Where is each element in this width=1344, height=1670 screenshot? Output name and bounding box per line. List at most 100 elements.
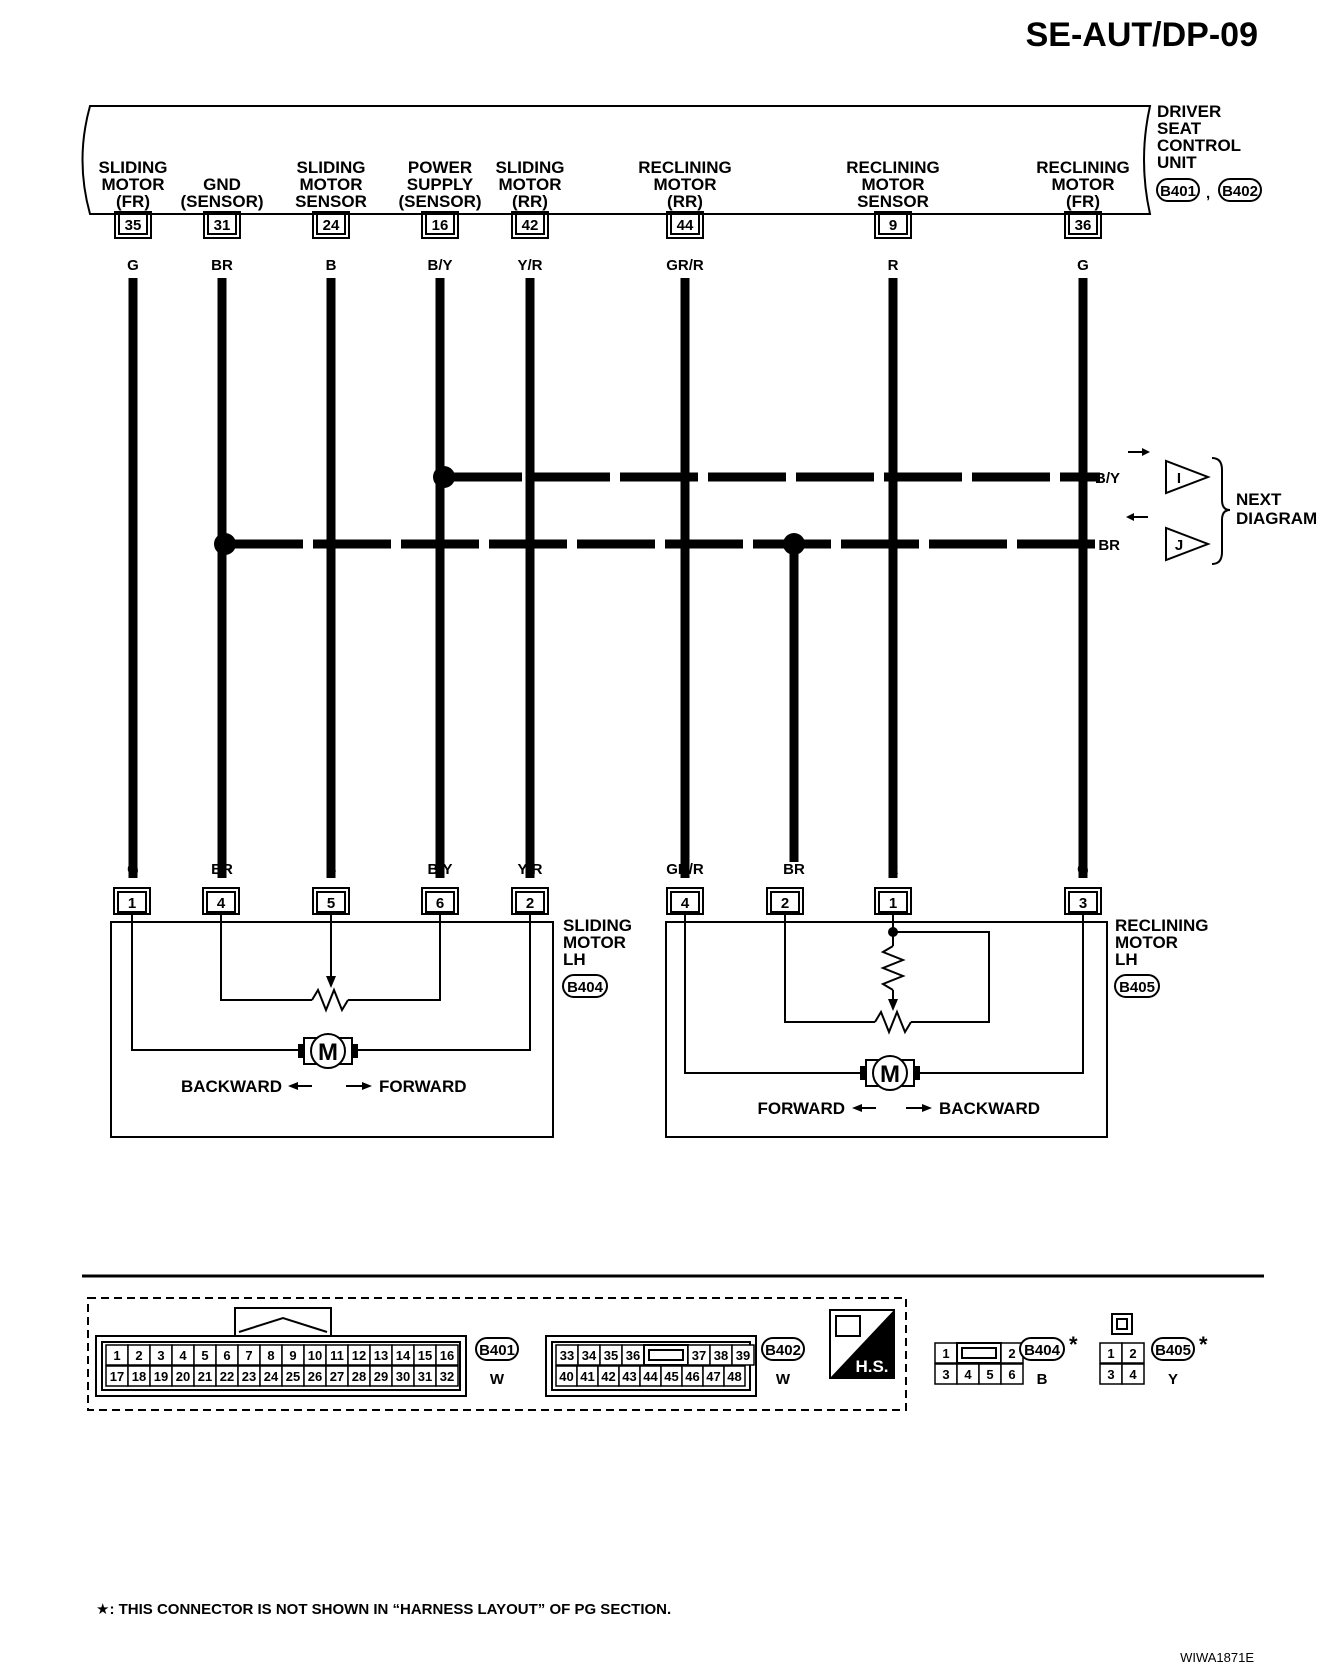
reclining-motor-box [665, 921, 1108, 1138]
b401-cell-20: 20 [176, 1369, 190, 1384]
b401-cell-6: 6 [223, 1348, 230, 1363]
sliding-motor-pin-2: 2 [526, 895, 534, 912]
connector-b405-star: * [1199, 1332, 1208, 1357]
terminal-t16-label-2: SUPPLY [407, 175, 474, 194]
figure-code: WIWA1871E [1180, 1650, 1254, 1665]
terminal-t35-label-3: (FR) [116, 192, 150, 211]
b402-cell-44: 44 [643, 1369, 658, 1384]
b402-cell-38: 38 [714, 1348, 728, 1363]
b402-cell-43: 43 [622, 1369, 636, 1384]
terminal-t44-label-2: MOTOR [654, 175, 717, 194]
b401-cell-4: 4 [179, 1348, 187, 1363]
b401-cell-10: 10 [308, 1348, 322, 1363]
terminal-t36-pin: 36 [1075, 217, 1092, 234]
b401-cell-14: 14 [396, 1348, 411, 1363]
control-unit-name-line-4: UNIT [1157, 153, 1197, 172]
sliding-motor-name-3: LH [563, 950, 586, 969]
b402-cell-41: 41 [580, 1369, 594, 1384]
b401-cell-17: 17 [110, 1369, 124, 1384]
b402-cell-47: 47 [706, 1369, 720, 1384]
b402-cell-35: 35 [604, 1348, 618, 1363]
b402-cell-46: 46 [685, 1369, 699, 1384]
reclining-motor-dir-left: FORWARD [757, 1099, 845, 1118]
terminal-t31-bottom-color: BR [211, 861, 233, 878]
control-unit-name-line-3: CONTROL [1157, 136, 1241, 155]
terminal-t44-label-1: RECLINING [638, 158, 732, 177]
connector-b404-star: * [1069, 1332, 1078, 1357]
b401-cell-9: 9 [289, 1348, 296, 1363]
b401-cell-23: 23 [242, 1369, 256, 1384]
next-link-letter-1: I [1177, 470, 1181, 487]
page-code: SE-AUT/DP-09 [1026, 16, 1258, 54]
control-unit-terminals: SLIDINGMOTOR(FR)35GGGND(SENSOR)31BRBRSLI… [99, 158, 1130, 878]
control-unit-name-line-1: DRIVER [1157, 102, 1221, 121]
connector-b404-id: B404 [1024, 1342, 1061, 1359]
next-link-color-1: B/Y [1095, 470, 1120, 487]
terminal-t31-pin: 31 [214, 217, 231, 234]
connector-b404-color: B [1037, 1371, 1048, 1388]
b402-cell-48: 48 [727, 1369, 741, 1384]
b404-cell-3: 3 [942, 1367, 949, 1382]
terminal-t9-label-3: SENSOR [857, 192, 929, 211]
b401-cell-13: 13 [374, 1348, 388, 1363]
sliding-motor-name-1: SLIDING [563, 916, 632, 935]
terminal-t35-wire-color: G [127, 257, 139, 274]
terminal-t35-label-2: MOTOR [102, 175, 165, 194]
b405-cell-3: 3 [1107, 1367, 1114, 1382]
b402-cell-39: 39 [736, 1348, 750, 1363]
terminal-t31-wire-color: BR [211, 257, 233, 274]
control-unit-name: DRIVER SEAT CONTROL UNIT [1157, 102, 1241, 172]
control-unit-connector-1: B401 [1160, 183, 1196, 200]
splice-by [433, 466, 455, 488]
b401-cell-18: 18 [132, 1369, 146, 1384]
b401-cell-28: 28 [352, 1369, 366, 1384]
next-link-flag-1 [1165, 459, 1211, 495]
reclining-motor-name-1: RECLINING [1115, 916, 1209, 935]
b404-cell-4: 4 [964, 1367, 972, 1382]
sliding-motor-pin-1: 1 [128, 895, 136, 912]
b402-cell-34: 34 [582, 1348, 597, 1363]
terminal-t9-label-1: RECLINING [846, 158, 940, 177]
terminal-t24-pin: 24 [323, 217, 340, 234]
reclining-motor-pin-4: 4 [681, 895, 690, 912]
b405-cell-4: 4 [1129, 1367, 1137, 1382]
terminal-t44-label-3: (RR) [667, 192, 703, 211]
b402-cell-36: 36 [626, 1348, 640, 1363]
b401-cell-31: 31 [418, 1369, 432, 1384]
reclining-motor-pin-2: 2 [781, 895, 789, 912]
reclining-motor-name-2: MOTOR [1115, 933, 1178, 952]
terminal-t42-bottom-color: Y/R [517, 861, 542, 878]
b401-cell-26: 26 [308, 1369, 322, 1384]
b402-cell-40: 40 [559, 1369, 573, 1384]
sliding-motor-connector: B404 [567, 979, 604, 996]
b401-cell-25: 25 [286, 1369, 300, 1384]
terminal-t31-label-1: GND [203, 175, 241, 194]
connector-b402-color: W [776, 1371, 791, 1388]
reclining-motor-name-3: LH [1115, 950, 1138, 969]
terminal-t42-label-1: SLIDING [496, 158, 565, 177]
b401-cell-19: 19 [154, 1369, 168, 1384]
terminal-t16-label-3: (SENSOR) [398, 192, 481, 211]
terminal-t16-wire-color: B/Y [427, 257, 452, 274]
connector-b401-id: B401 [479, 1342, 515, 1359]
terminal-t16-bottom-color: B/Y [427, 861, 452, 878]
b401-cell-12: 12 [352, 1348, 366, 1363]
b404-cell-2: 2 [1008, 1346, 1015, 1361]
terminal-t24-label-3: SENSOR [295, 192, 367, 211]
terminal-t36-wire-color: G [1077, 257, 1089, 274]
